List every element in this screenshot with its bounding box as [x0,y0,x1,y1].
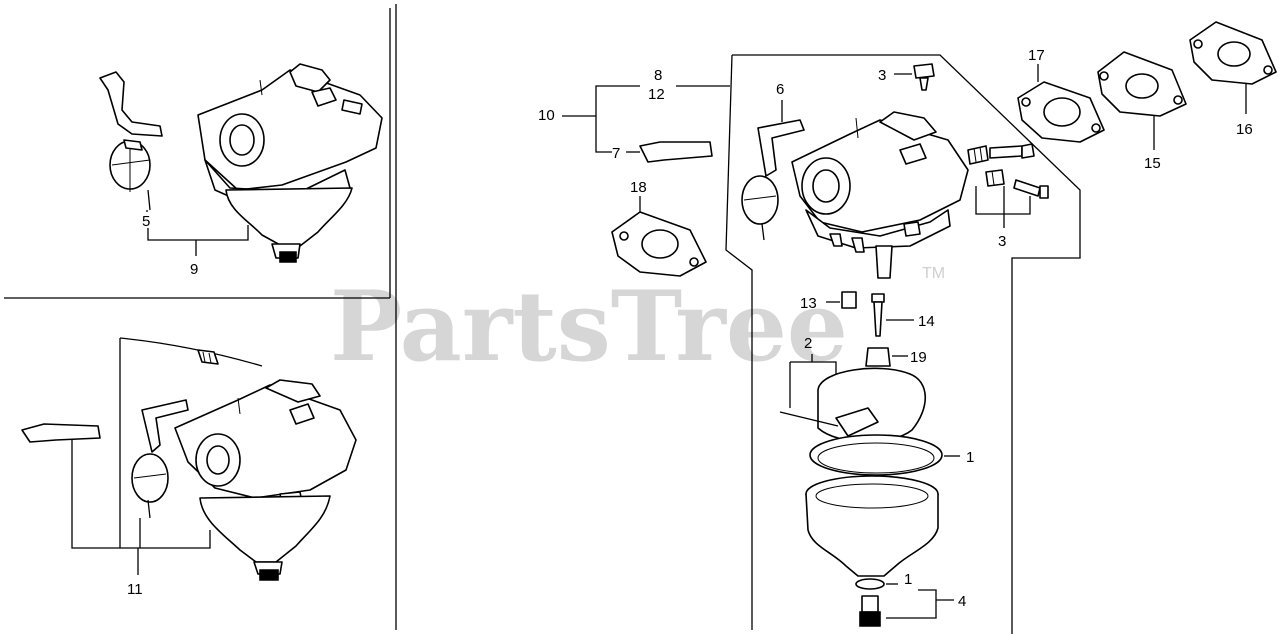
callout-6: 6 [776,81,784,98]
callout-7: 7 [612,145,620,162]
callout-1-washer: 1 [904,571,912,588]
callout-3-right: 3 [998,233,1006,250]
callout-1-ring: 1 [966,449,974,466]
watermark-trademark: TM [922,265,945,282]
leader-4-bracket [886,589,937,619]
callout-10: 10 [538,107,555,124]
part-13-float-valve [841,291,857,309]
part-2-float [779,367,926,443]
leader-3-right-bracket [975,186,1031,215]
leader-11 [71,440,211,549]
callout-2: 2 [804,335,812,352]
part-18-gasket [611,211,707,277]
callout-16: 16 [1236,121,1253,138]
part-17-gasket [1017,81,1105,143]
carburetor-assembly-9 [99,63,383,263]
watermark: PartsTree [330,270,848,383]
part-4-bolt [859,595,881,627]
callout-14: 14 [918,313,935,330]
part-14-nozzle [871,293,885,337]
callout-17: 17 [1028,47,1045,64]
part-3-screw-top [913,63,935,91]
main-carburetor-body [791,111,969,279]
part-1-washer [855,578,885,590]
callout-15: 15 [1144,155,1161,172]
assembly-outline-left [725,54,753,630]
callout-11: 11 [127,581,143,598]
assembly-outline-right [732,54,1081,634]
part-3-screws-right [967,143,1049,199]
float-bowl [805,475,939,577]
leader-10-bracket [595,85,640,153]
callout-3-top: 3 [878,67,886,84]
callout-8: 8 [654,67,662,84]
callout-18: 18 [630,179,647,196]
part-6-choke-lever [741,119,805,241]
part-19-main-jet [865,347,891,367]
leader-9 [147,225,249,241]
callout-9: 9 [190,261,198,278]
callout-5: 5 [142,213,150,230]
callout-12: 12 [648,86,665,103]
part-7-lever [639,141,713,163]
callout-13: 13 [800,295,817,312]
carburetor-assembly-11 [21,337,357,581]
callout-4: 4 [958,593,966,610]
part-16-gasket [1189,21,1277,85]
callout-19: 19 [910,349,927,366]
part-1-gasket-ring [809,434,943,476]
part-15-insulator [1097,51,1187,117]
